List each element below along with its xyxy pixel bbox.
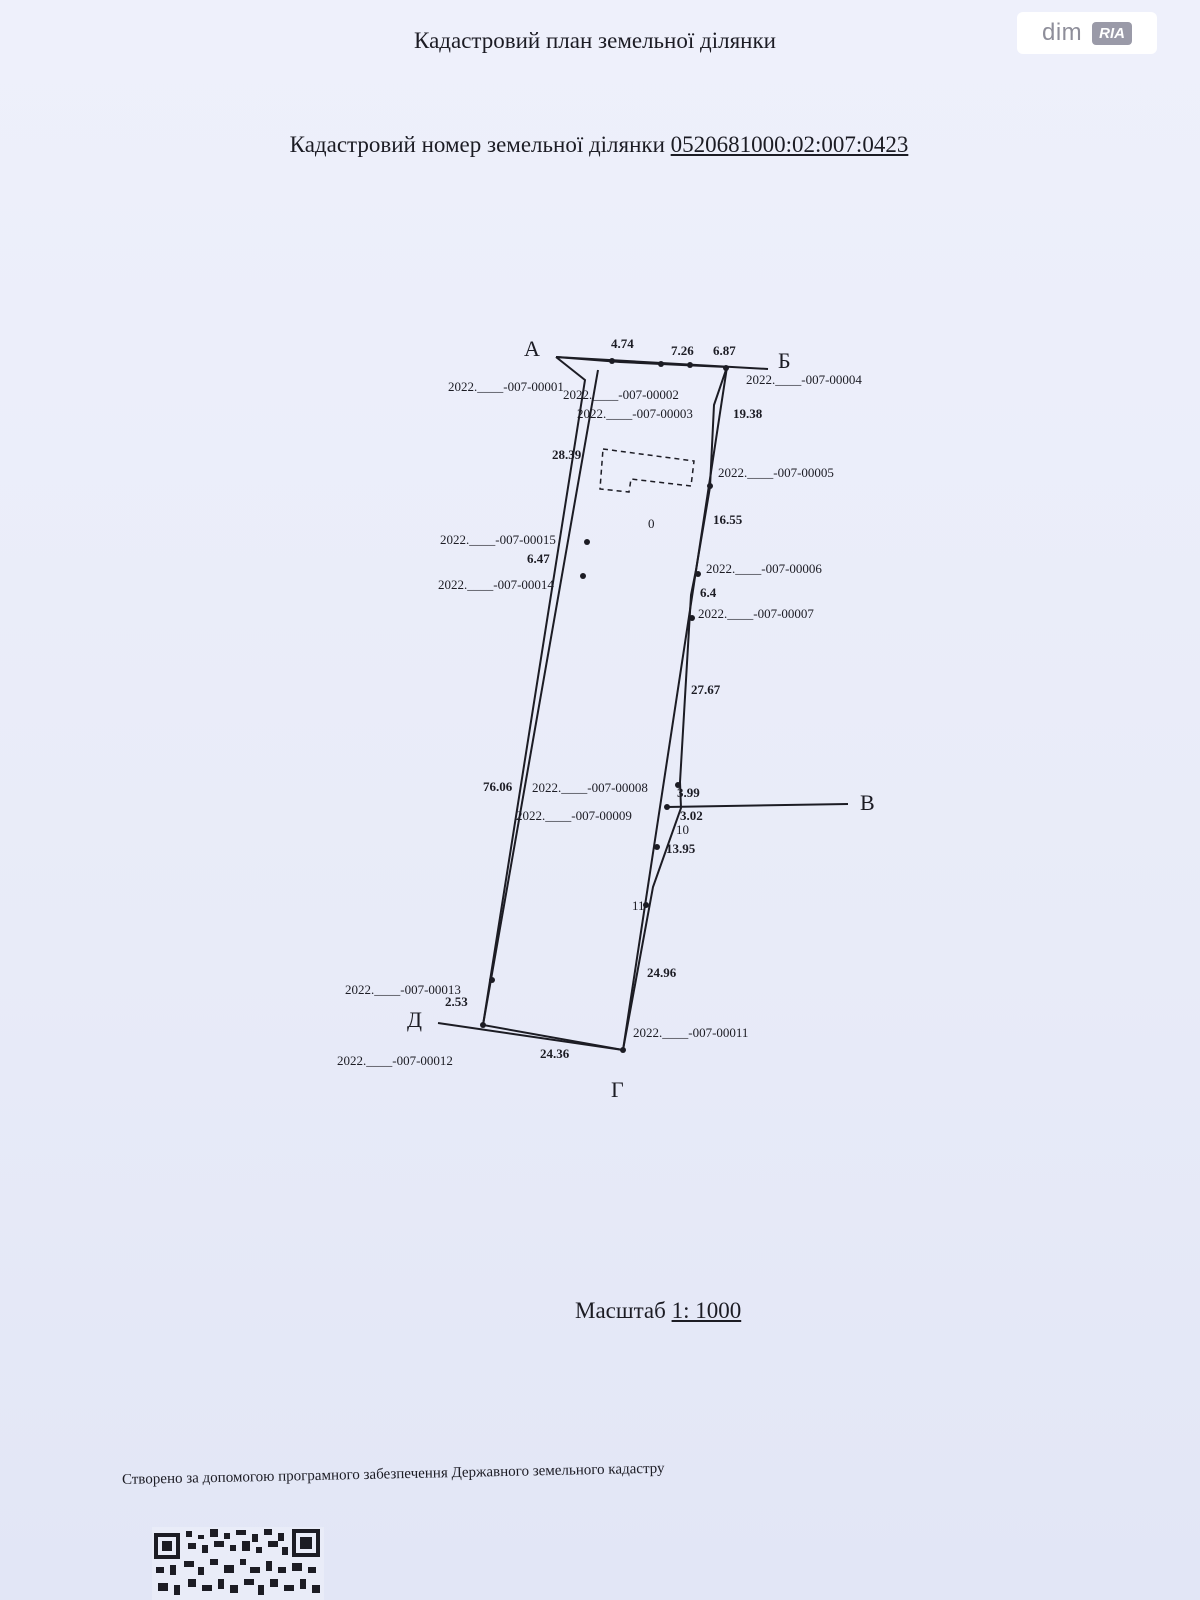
scale-row: Масштаб 1: 1000 (575, 1298, 741, 1324)
logo-ria-badge: RIA (1092, 21, 1132, 45)
vertex-point (620, 1047, 626, 1053)
vertex-point (707, 483, 713, 489)
plot-boundary (481, 356, 729, 1052)
vertex-point (609, 358, 615, 364)
scale-label: Масштаб (575, 1298, 666, 1323)
length-label: 7.26 (671, 343, 694, 358)
length-label: 27.67 (691, 682, 721, 697)
scale-value: 1: 1000 (671, 1298, 742, 1323)
point-code-label: 2022.____-007-00009 (516, 808, 632, 823)
point-code-label: 2022.____-007-00003 (577, 406, 693, 421)
length-label: 2.53 (445, 994, 468, 1009)
dimria-logo: dim RIA (1017, 12, 1157, 54)
right-boundary-line (622, 366, 728, 1051)
length-label: 6.47 (527, 551, 550, 566)
length-label: 19.38 (733, 406, 763, 421)
vertex-point (723, 365, 729, 371)
left-boundary-line (482, 369, 599, 1026)
corner-label-a: А (524, 336, 540, 361)
corner-label-d: Д (407, 1007, 422, 1032)
length-label: 6.87 (713, 343, 736, 358)
point-code-label: 2022.____-007-00013 (345, 982, 461, 997)
corner-label-g: Г (611, 1077, 624, 1102)
building-outline (599, 448, 695, 493)
point-code-label: 2022.____-007-00008 (532, 780, 648, 795)
length-label: 3.02 (680, 808, 703, 823)
vertex-point (480, 1022, 486, 1028)
point-code-label: 2022.____-007-00005 (718, 465, 834, 480)
point-code-label: 2022.____-007-00012 (337, 1053, 453, 1068)
center-mark: 0 (648, 516, 655, 531)
vertex-point (584, 539, 590, 545)
point-code-label: 2022.____-007-00015 (440, 532, 556, 547)
vertex-points (480, 358, 729, 1053)
point-code-label: 2022.____-007-00006 (706, 561, 822, 576)
page-title: Кадастровий план земельної ділянки (414, 28, 776, 53)
length-label: 13.95 (666, 841, 696, 856)
length-label: 16.55 (713, 512, 743, 527)
point-code-label: 2022.____-007-00011 (633, 1025, 748, 1040)
point-code-label: 2022.____-007-00002 (563, 387, 679, 402)
length-label: 76.06 (483, 779, 513, 794)
cadastral-number-label: Кадастровий номер земельної ділянки (289, 132, 665, 157)
corner-label-v: В (860, 790, 875, 815)
vertex-point (654, 844, 660, 850)
neighbor-line-v (666, 803, 849, 808)
vertex-point (658, 361, 664, 367)
bottom-boundary-line (437, 1022, 624, 1051)
point-number-label: 11 (632, 898, 645, 913)
vertex-point (489, 977, 495, 983)
point-code-label: 2022.____-007-00001 (448, 379, 564, 394)
vertex-point (687, 362, 693, 368)
length-label: 28.39 (552, 447, 582, 462)
cadastral-number-row: Кадастровий номер земельної ділянки 0520… (0, 132, 1199, 158)
vertex-point (689, 615, 695, 621)
vertex-point (643, 902, 649, 908)
cadastral-number-value: 0520681000:02:007:0423 (670, 132, 909, 157)
vertex-point (580, 573, 586, 579)
length-label: 4.74 (611, 336, 634, 351)
corner-label-b: Б (778, 348, 791, 373)
vertex-point (664, 804, 670, 810)
vertex-point (675, 782, 681, 788)
point-code-label: 2022.____-007-00014 (438, 577, 554, 592)
point-code-label: 2022.____-007-00004 (746, 372, 862, 387)
length-label: 3.99 (677, 785, 700, 800)
logo-dim-text: dim (1041, 19, 1083, 46)
point-code-label: 2022.____-007-00007 (698, 606, 814, 621)
length-label: 6.4 (700, 585, 717, 600)
length-label: 24.36 (540, 1046, 570, 1061)
vertex-point (695, 571, 701, 577)
qr-code (152, 1527, 324, 1600)
point-number-label: 10 (676, 822, 689, 837)
length-label: 24.96 (647, 965, 677, 980)
